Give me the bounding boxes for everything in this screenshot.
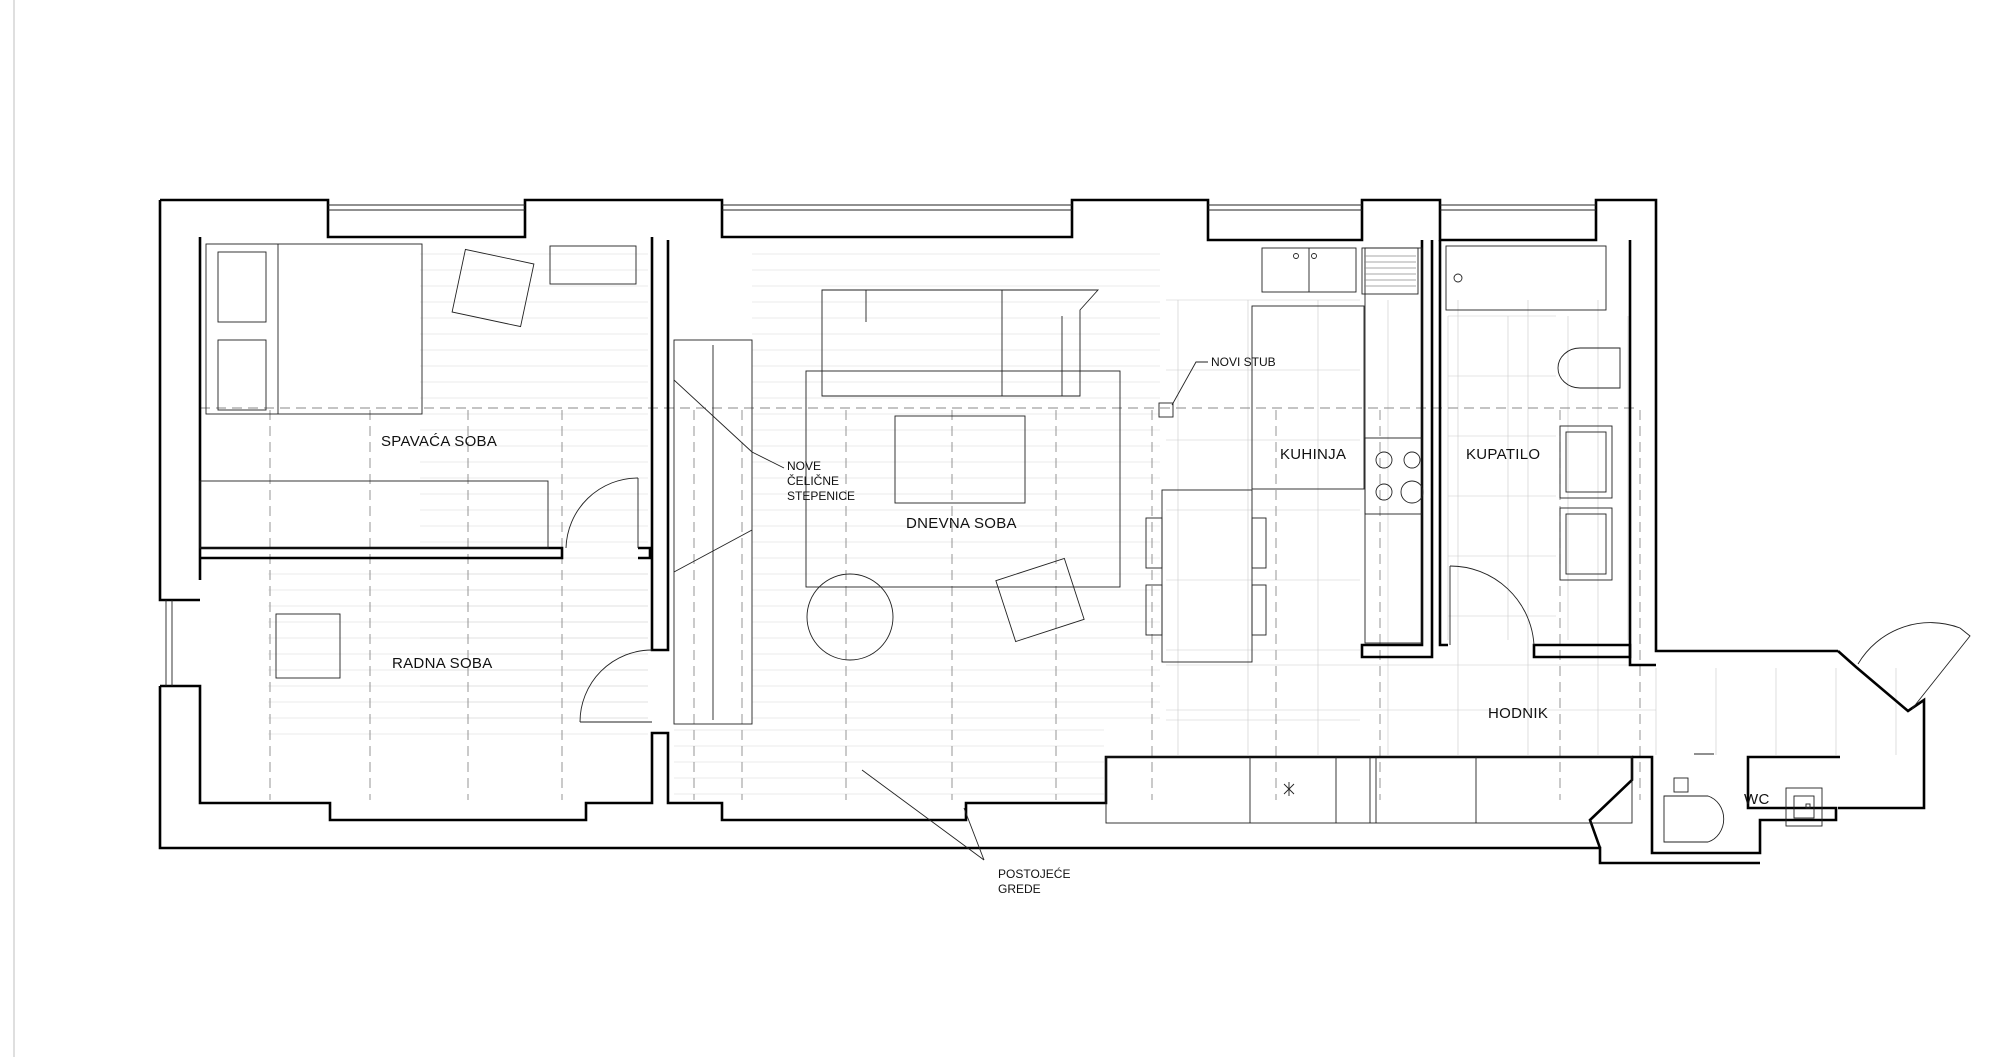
note-beams-line2: GREDE: [998, 882, 1041, 896]
note-stairs-line1: NOVE: [787, 459, 821, 473]
note-beams-line1: POSTOJEĆE: [998, 866, 1070, 881]
note-column: NOVI STUB: [1211, 355, 1276, 369]
room-label-study: RADNA SOBA: [392, 655, 493, 672]
note-stairs-line3: STEPENICE: [787, 489, 855, 503]
room-label-hallway: HODNIK: [1488, 705, 1548, 722]
room-label-bathroom: KUPATILO: [1466, 446, 1540, 463]
room-label-kitchen: KUHINJA: [1280, 446, 1346, 463]
existing-beams: [200, 407, 1641, 800]
floor-hatching: [268, 253, 1897, 795]
room-label-wc: WC: [1744, 791, 1770, 808]
room-label-living: DNEVNA SOBA: [906, 515, 1017, 532]
walls: [158, 198, 1926, 865]
furniture: [199, 243, 1971, 843]
room-label-bedroom: SPAVAĆA SOBA: [381, 433, 497, 450]
annotation-leaders: [751, 361, 1208, 861]
note-stairs-line2: ČELIČNE: [787, 473, 839, 488]
